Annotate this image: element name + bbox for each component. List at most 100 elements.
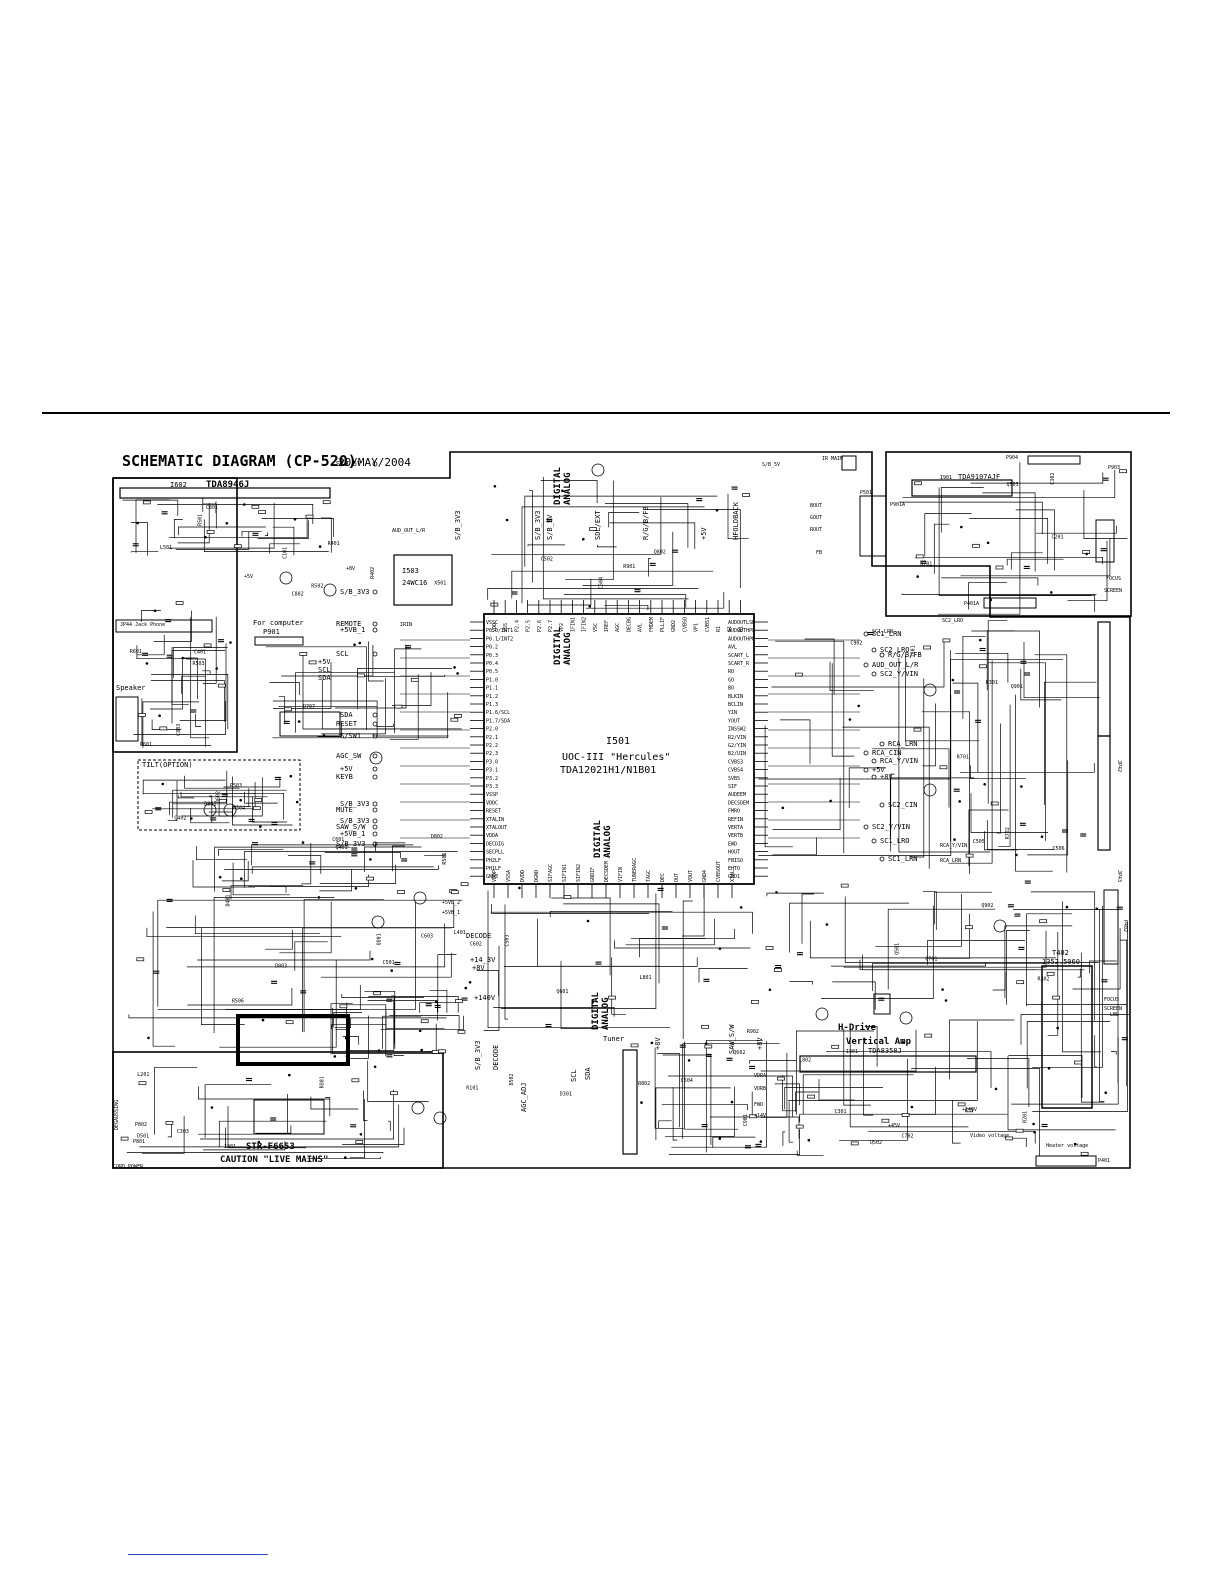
ic-pin-top-label: CVBSO: [682, 617, 688, 632]
junction-dot: [210, 1106, 214, 1109]
junction-dot: [775, 891, 778, 894]
wire: [968, 582, 1007, 610]
resistor-symbol: [285, 1020, 294, 1025]
diagram-date: 20/MAY/2004: [338, 456, 411, 469]
part-ref-label: Q602: [733, 1050, 745, 1056]
wire: [194, 915, 320, 935]
net-label-top: +5V: [700, 527, 708, 540]
wire: [915, 556, 1103, 564]
ic-pin-left-label: P3.1: [486, 768, 498, 774]
digital-label-mid: DIGITAL: [553, 626, 563, 665]
junction-dot: [297, 720, 301, 723]
wire: [301, 843, 312, 885]
wire: [938, 487, 1092, 596]
ic-pin-right-label: AUDEEM: [728, 792, 746, 798]
ic-pin-top-label: P2.6: [537, 620, 543, 632]
wire: [391, 995, 395, 1044]
junction-dot: [941, 988, 944, 991]
wire: [796, 1030, 874, 1115]
junction-dot: [145, 662, 149, 665]
wire: [774, 1083, 800, 1106]
ic-pin-left-label: P3.2: [486, 776, 498, 782]
wire: [171, 650, 226, 724]
junction-dot: [730, 1100, 734, 1104]
net-label-top: S/B_3V3: [454, 510, 462, 540]
wire: [272, 692, 449, 739]
part-ref-label: C506: [1053, 846, 1065, 852]
wire: [970, 765, 1026, 780]
wire: [394, 648, 422, 734]
junction-dot: [420, 1048, 424, 1052]
wire: [269, 682, 300, 695]
ic-pin-top-label: AGC: [615, 623, 621, 632]
ic-pin-bottom-label: SIFIN2: [576, 864, 582, 882]
resistor-symbol: [144, 810, 153, 814]
resistor-symbol: [299, 652, 308, 656]
wire: [950, 659, 1063, 842]
junction-dot: [505, 518, 509, 522]
ic-pins: VSSCP0.0/INT1P0.1/INT2P0.2P0.3P0.4P0.5P1…: [470, 600, 768, 898]
video-out-connector: [859, 495, 887, 557]
computer-connector: [254, 636, 304, 646]
ic-pin-right-label: AUDOUTHPR: [728, 636, 756, 642]
ic-pin-left-label: GND3: [486, 874, 498, 880]
wire: [818, 1079, 855, 1101]
junction-dot: [215, 667, 218, 670]
net-label-misc: RCA_LRN: [940, 858, 961, 864]
wire: [150, 680, 225, 722]
ic-pin-left-label: P2.3: [486, 751, 498, 757]
transistor-symbol: [413, 891, 427, 905]
wire: [493, 1007, 615, 1017]
wire: [177, 502, 210, 544]
wire: [168, 502, 275, 549]
junction-dot: [1032, 1122, 1035, 1126]
part-ref-label: R503: [193, 661, 205, 667]
wire: [302, 927, 452, 1032]
ic-pin-left-label: P1.2: [486, 694, 498, 700]
part-ref-label: C201: [1052, 535, 1064, 541]
wire: [795, 1091, 819, 1112]
ic-pin-left-label: P3.0: [486, 759, 498, 765]
net-label-right: SC2_CIN: [888, 801, 918, 809]
junction-dot: [759, 1140, 763, 1143]
resistor-symbol: [742, 493, 750, 497]
wire: [364, 846, 422, 872]
wire: [317, 722, 342, 738]
digital-label-bottom: DIGITAL: [591, 991, 601, 1030]
mains-caution: CAUTION "LIVE MAINS": [220, 1155, 328, 1165]
video-out-conn: P501: [860, 490, 872, 496]
wire: [142, 779, 226, 795]
ic-pin-left-label: PH1LF: [486, 866, 501, 872]
ic-pin-right-label: BO: [728, 686, 734, 692]
net-label-misc: +5V: [244, 574, 253, 580]
wire: [661, 1104, 748, 1111]
net-label-left: S/B_3V3: [336, 840, 366, 848]
junction-dot: [983, 783, 986, 786]
junction-dot: [257, 1140, 261, 1144]
wire: [772, 777, 841, 830]
wire: [842, 726, 930, 869]
wire: [648, 558, 651, 577]
wire: [215, 501, 217, 514]
wire: [153, 610, 192, 642]
ic-pin-left-label: XTALIN: [486, 817, 504, 823]
junction-dot: [239, 798, 242, 802]
junction-dot: [153, 609, 157, 613]
ic-pin-right-label: AUDOUTHPL: [728, 628, 755, 634]
resistor-symbol: [138, 713, 146, 717]
net-label-misc: +45V: [888, 1123, 900, 1129]
wire: [844, 896, 1099, 963]
wire: [582, 531, 674, 586]
wire: [1062, 901, 1101, 1053]
net-flag: [871, 758, 877, 764]
ic-pin-left-label: VSSP: [486, 792, 498, 798]
audio-proc-ref: I901: [940, 475, 952, 481]
wire: [941, 577, 1039, 586]
wire: [342, 1127, 405, 1145]
wire: [367, 1060, 429, 1102]
wire: [1026, 1021, 1111, 1089]
main-ic-line2: TDA12021H1/N1B01: [560, 765, 656, 776]
audio-proc-body: [911, 479, 1013, 497]
wire: [968, 809, 1009, 867]
resistor-symbol: [455, 999, 463, 1003]
